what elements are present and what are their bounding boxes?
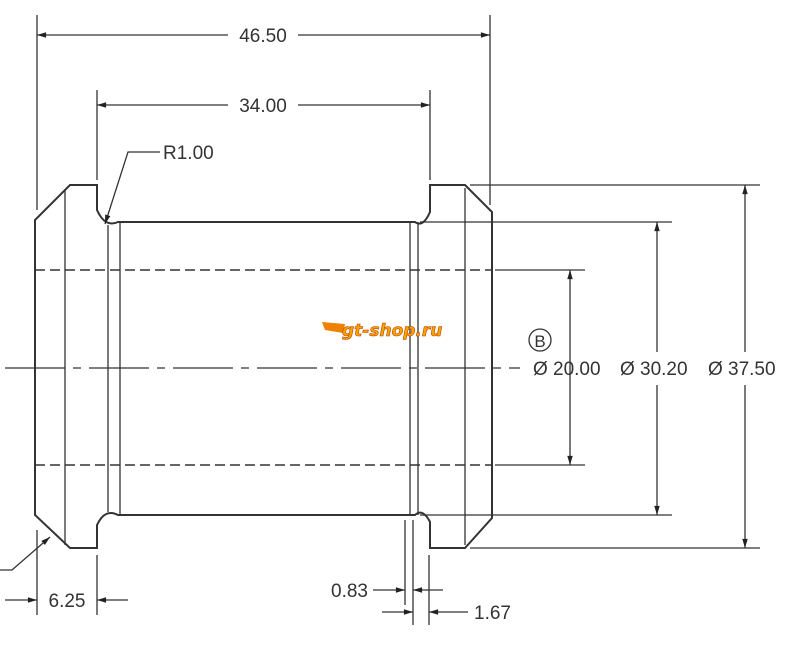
dim-fillet-radius: R1.00 xyxy=(163,143,214,164)
dim-groove-offset: 0.83 xyxy=(331,581,368,602)
dim-groove-width: 1.67 xyxy=(474,603,511,624)
watermark-text: gt-shop.ru xyxy=(342,321,442,341)
watermark-logo: gt-shop.ru xyxy=(322,321,443,341)
dim-inner-diameter: 20.00 xyxy=(553,359,601,380)
dim-between-flanges: 34.00 xyxy=(239,96,287,117)
dim-body-diameter: 30.20 xyxy=(640,359,688,380)
extension-lines xyxy=(36,15,760,625)
dimension-lines xyxy=(0,32,748,615)
dim-flange-width: 6.25 xyxy=(49,591,86,612)
diameter-symbol-icon: Ø xyxy=(533,359,548,380)
datum-label: B xyxy=(534,332,545,351)
datum-b: B xyxy=(528,328,552,352)
dim-flange-diameter: 37.50 xyxy=(728,359,776,380)
dim-overall-length: 46.50 xyxy=(239,26,287,47)
diameter-symbol-icon: Ø xyxy=(620,359,635,380)
diameter-symbol-icon: Ø xyxy=(708,359,723,380)
part-outline xyxy=(5,184,520,549)
